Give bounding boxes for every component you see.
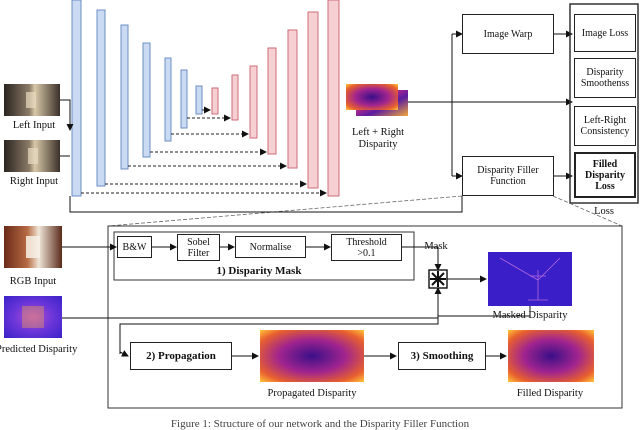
multiply-operator-icon	[428, 269, 448, 289]
masked-disparity-label: Masked Disparity	[492, 310, 568, 321]
propagation-step-box: 2) Propagation	[130, 342, 232, 370]
predicted-disparity-label: Predicted Disparity	[0, 344, 78, 355]
unet-output-label: Left + Right Disparity	[352, 127, 404, 150]
decoder-layer-2	[231, 74, 239, 121]
propagated-disparity-image	[260, 330, 364, 382]
filled-disparity-image	[508, 330, 594, 382]
encoder-layer-2	[96, 9, 106, 187]
left-input-label: Left Input	[12, 120, 56, 131]
threshold-box: Threshold >0.1	[331, 234, 402, 261]
propagated-disparity-label: Propagated Disparity	[267, 388, 357, 399]
loss-group-border	[569, 3, 639, 204]
normalise-box: Normalise	[235, 236, 306, 258]
left-right-consistency-box: Left-Right Consistency	[574, 106, 636, 146]
encoder-layer-4	[142, 42, 151, 158]
decoder-layer-1	[211, 87, 219, 115]
disparity-smoothness-box: Disparity Smoothenss	[574, 58, 636, 98]
masked-disparity-image	[488, 252, 572, 306]
disparity-filler-box: Disparity Filler Function	[462, 156, 554, 196]
disparity-mask-border	[113, 231, 415, 281]
decoder-layer-3	[249, 65, 258, 139]
sobel-filter-box: Sobel Filter	[177, 234, 220, 261]
rgb-input-label: RGB Input	[9, 276, 57, 287]
image-warp-box: Image Warp	[462, 14, 554, 54]
bw-box: B&W	[117, 236, 152, 258]
unet-decoder	[211, 0, 340, 197]
figure-caption: Figure 1: Structure of our network and t…	[170, 418, 470, 430]
filled-disparity-loss-box: Filled Disparity Loss	[574, 152, 636, 198]
skip-connections	[81, 106, 327, 197]
unet-output-disparity-front	[346, 84, 398, 110]
unet-encoder	[71, 0, 203, 197]
predicted-disparity-image	[4, 296, 62, 338]
decoder-layer-4	[267, 47, 277, 155]
filler-detail-border	[107, 225, 623, 409]
right-input-label: Right Input	[9, 176, 59, 187]
encoder-layer-6	[180, 69, 188, 129]
decoder-layer-5	[287, 29, 298, 169]
image-loss-box: Image Loss	[574, 14, 636, 52]
decoder-layer-7	[327, 0, 340, 197]
disparity-mask-step-label: 1) Disparity Mask	[216, 265, 302, 277]
encoder-layer-1	[71, 0, 82, 197]
loss-group-label: Loss	[594, 206, 614, 217]
decoder-layer-6	[307, 11, 319, 189]
encoder-layer-3	[120, 24, 129, 170]
smoothing-step-box: 3) Smoothing	[398, 342, 486, 370]
encoder-layer-7	[195, 85, 203, 115]
zoom-lines	[107, 195, 623, 227]
encoder-layer-5	[164, 57, 172, 142]
mask-label: Mask	[424, 241, 448, 252]
filled-disparity-label: Filled Disparity	[516, 388, 584, 399]
